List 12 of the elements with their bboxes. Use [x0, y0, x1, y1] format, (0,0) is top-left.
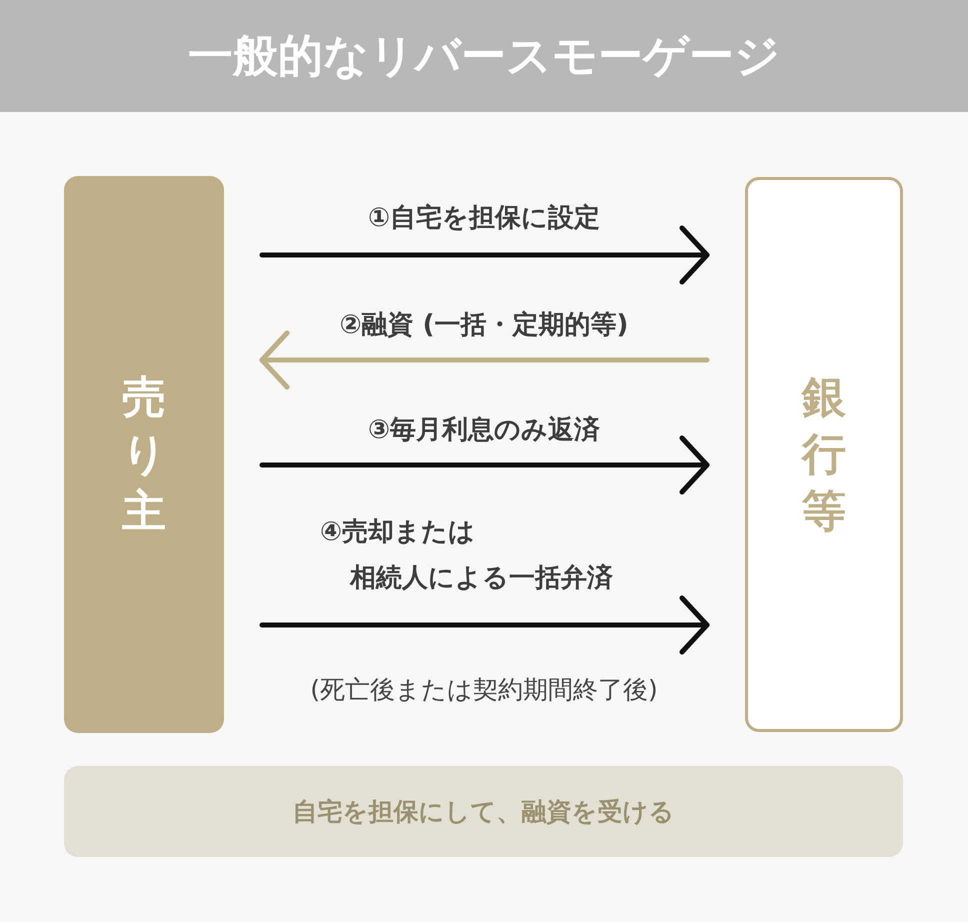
arrow	[260, 330, 710, 390]
summary-band	[64, 766, 903, 857]
note-text: (死亡後または契約期間終了後)	[310, 674, 658, 706]
party-label: 銀行等	[802, 370, 846, 540]
party-box	[64, 176, 224, 733]
party-label: 売り主	[122, 370, 166, 540]
arrow	[260, 596, 710, 654]
title: 一般的なリバースモーゲージ	[188, 28, 780, 84]
party-box	[745, 177, 903, 732]
summary-text: 自宅を担保にして、融資を受ける	[292, 796, 674, 828]
arrow	[260, 436, 710, 494]
arrow	[260, 226, 710, 284]
